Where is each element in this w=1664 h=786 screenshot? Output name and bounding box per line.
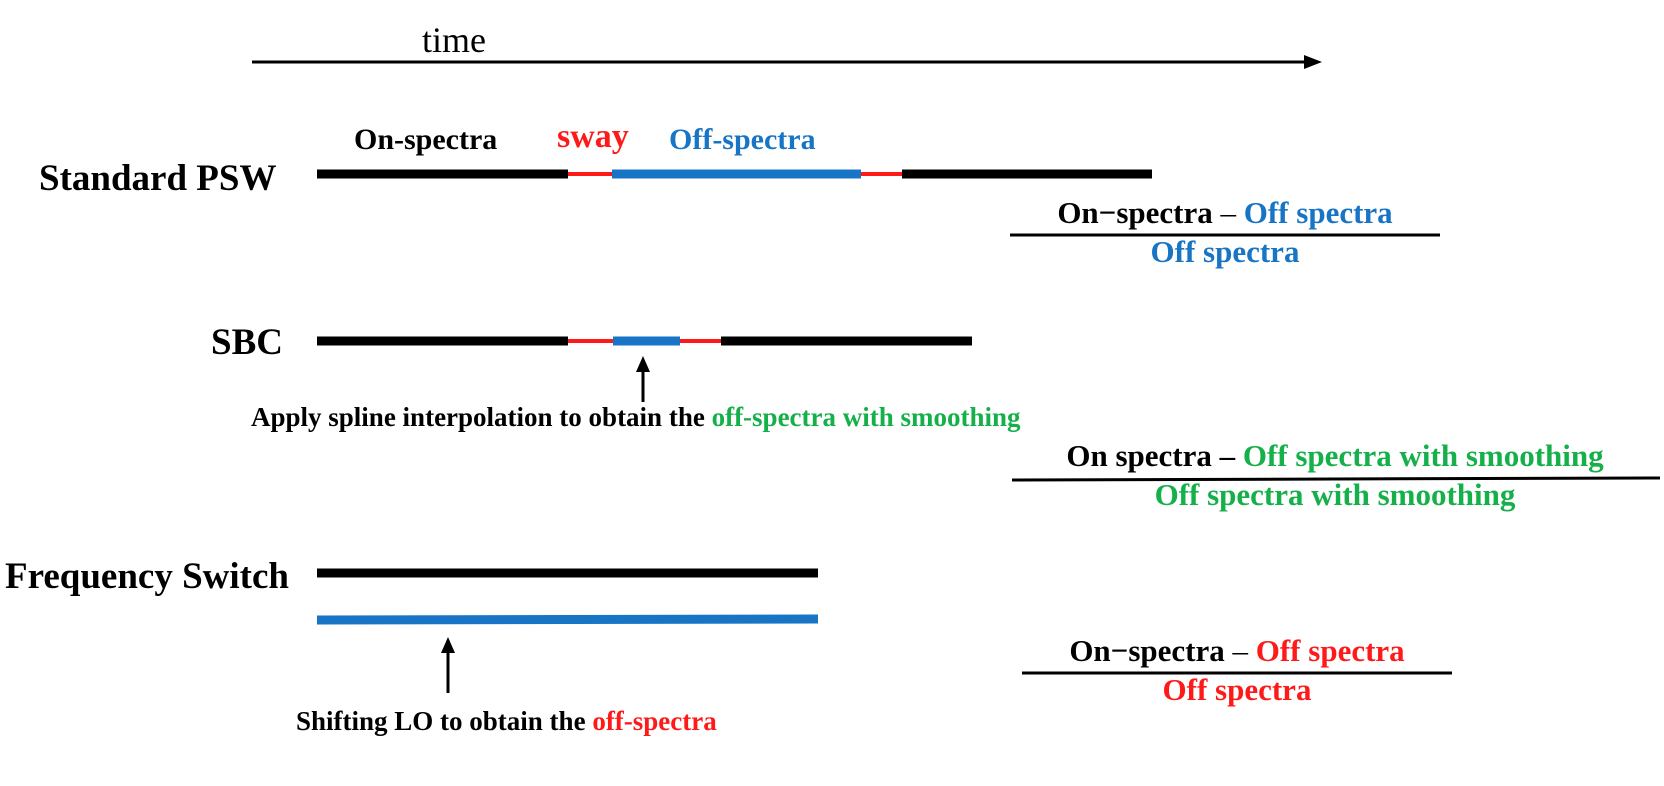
fsw-formula-off-term: Off spectra <box>1255 633 1405 668</box>
fsw-note-prefix: Shifting LO to obtain the <box>296 706 593 736</box>
fsw-row-label: Frequency Switch <box>5 556 290 597</box>
time-arrowhead <box>1304 55 1322 69</box>
sbc-note: Apply spline interpolation to obtain the… <box>251 404 1021 431</box>
psw-on-label: On-spectra <box>354 123 498 156</box>
sbc-note-prefix: Apply spline interpolation to obtain the <box>251 402 712 432</box>
psw-formula-numerator: On−spectra – Off spectra <box>1010 197 1440 228</box>
psw-formula-minus: – <box>1212 195 1244 230</box>
sbc-formula-minus: – <box>1211 438 1243 473</box>
fsw-formula: On−spectra – Off spectra Off spectra <box>1022 635 1452 705</box>
sbc-note-highlight: off-spectra with smoothing <box>711 402 1021 432</box>
psw-formula-on-term: On−spectra <box>1057 195 1213 230</box>
fsw-off-line <box>316 614 819 625</box>
sbc-formula-denominator: Off spectra with smoothing <box>1154 477 1516 512</box>
sbc-pointer-arrowhead <box>636 356 650 372</box>
fsw-formula-denominator: Off spectra <box>1162 672 1312 707</box>
psw-formula: On−spectra – Off spectra Off spectra <box>1010 197 1440 267</box>
fsw-formula-minus: – <box>1224 633 1256 668</box>
psw-formula-off-term: Off spectra <box>1243 195 1393 230</box>
sbc-row-label: SBC <box>211 322 283 363</box>
sbc-formula: On spectra – Off spectra with smoothing … <box>1012 440 1658 510</box>
fsw-formula-numerator: On−spectra – Off spectra <box>1022 635 1452 666</box>
sbc-formula-off-term: Off spectra with smoothing <box>1242 438 1604 473</box>
psw-row-label: Standard PSW <box>39 158 277 199</box>
time-label: time <box>422 20 486 60</box>
psw-sway-label: sway <box>557 118 629 155</box>
fsw-pointer-arrowhead <box>441 637 455 653</box>
sbc-formula-numerator: On spectra – Off spectra with smoothing <box>1012 440 1658 471</box>
sbc-formula-on-term: On spectra <box>1066 438 1212 473</box>
fsw-note-highlight: off-spectra <box>592 706 717 736</box>
psw-formula-denominator: Off spectra <box>1150 234 1300 269</box>
fsw-note: Shifting LO to obtain the off-spectra <box>296 708 717 735</box>
fsw-formula-on-term: On−spectra <box>1069 633 1225 668</box>
sbc-fraction-bar <box>1011 476 1661 482</box>
psw-off-label: Off-spectra <box>669 123 816 156</box>
